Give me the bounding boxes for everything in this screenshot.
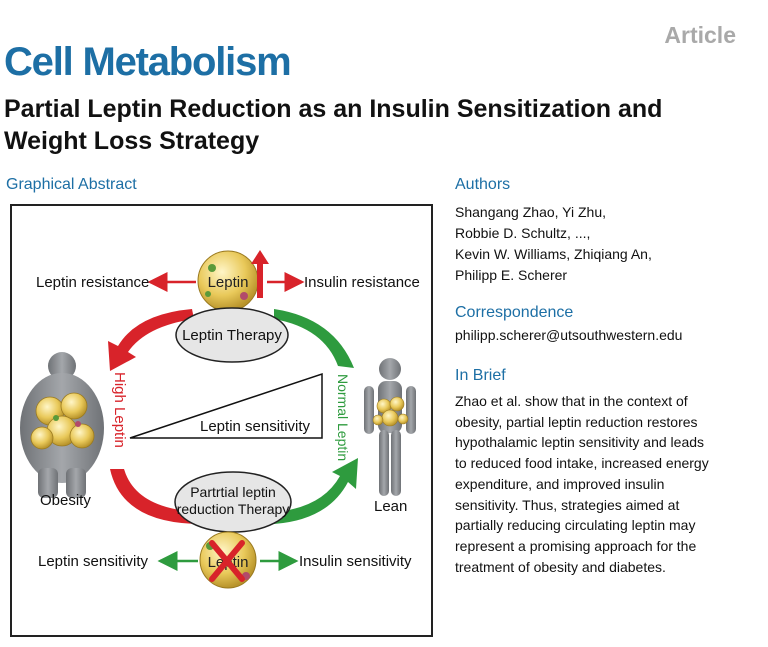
partial-reduction-label-line2: reduction Therapy xyxy=(177,501,290,517)
leptin-sensitivity-triangle xyxy=(129,372,323,439)
in-brief-heading: In Brief xyxy=(455,367,506,384)
authors-heading: Authors xyxy=(455,176,511,193)
leptin-sensitivity-label: Leptin sensitivity xyxy=(38,553,149,570)
graphical-abstract-diagram: Leptin Leptin resistance Insulin resista… xyxy=(20,250,420,589)
in-brief-line: to reduced food intake, increased energy xyxy=(455,455,709,472)
normal-leptin-arc-top xyxy=(274,309,354,368)
in-brief-text: Zhao et al. show that in the context of … xyxy=(455,391,755,577)
authors-list: Shangang Zhao, Yi Zhu, Robbie D. Schultz… xyxy=(455,202,652,286)
author-line: Kevin W. Williams, Zhiqiang An, xyxy=(455,246,652,262)
lean-figure xyxy=(364,358,416,496)
correspondence-heading: Correspondence xyxy=(455,304,574,321)
partial-reduction-label-line1: Partrtial leptin xyxy=(190,484,276,500)
author-line: Shangang Zhao, Yi Zhu, xyxy=(455,204,606,220)
insulin-resistance-label: Insulin resistance xyxy=(304,274,420,291)
in-brief-line: obesity, partial leptin reduction restor… xyxy=(455,413,698,430)
graphical-abstract-heading: Graphical Abstract xyxy=(6,176,137,193)
journal-name: Cell Metabolism xyxy=(4,40,292,84)
author-line: Philipp E. Scherer xyxy=(455,267,568,283)
author-line: Robbie D. Schultz, ..., xyxy=(455,225,591,241)
correspondence-email-link[interactable]: philipp.scherer@utsouthwestern.edu xyxy=(455,327,683,343)
in-brief-line: sensitivity. Thus, strategies aimed at xyxy=(455,496,680,513)
in-brief-line: Zhao et al. show that in the context of xyxy=(455,393,688,409)
leptin-therapy-oval xyxy=(175,307,289,363)
article-type-label: Article xyxy=(664,22,736,48)
leptin-reduction-x-icon xyxy=(209,540,245,582)
in-brief-line: expenditure, and improved insulin xyxy=(455,475,665,492)
top-leptin-label: Leptin xyxy=(208,274,249,291)
insulin-sensitivity-label: Insulin sensitivity xyxy=(299,553,412,570)
high-leptin-arc-top xyxy=(108,309,194,371)
graphical-abstract-figure: Leptin Leptin resistance Insulin resista… xyxy=(10,204,433,637)
leptin-sensitivity-triangle-label: Leptin sensitivity xyxy=(200,418,311,435)
normal-leptin-arc-bottom xyxy=(274,458,358,524)
in-brief-line: hypothalamic leptin sensitivity and lead… xyxy=(455,434,705,451)
in-brief-line: represent a promising approach for the xyxy=(455,537,697,554)
leptin-resistance-label: Leptin resistance xyxy=(36,274,149,291)
high-leptin-label: High Leptin xyxy=(111,372,128,448)
leptin-therapy-label: Leptin Therapy xyxy=(182,327,282,344)
leptin-up-arrow xyxy=(251,250,269,298)
article-title: Partial Leptin Reduction as an Insulin S… xyxy=(4,95,663,155)
in-brief-line: treatment of obesity and diabetes. xyxy=(455,558,666,575)
in-brief-line: partially reducing circulating leptin ma… xyxy=(455,517,696,534)
obesity-figure xyxy=(20,352,104,498)
normal-leptin-label: Normal Leptin xyxy=(335,374,351,461)
lean-label: Lean xyxy=(374,498,407,515)
obesity-label: Obesity xyxy=(40,492,91,509)
